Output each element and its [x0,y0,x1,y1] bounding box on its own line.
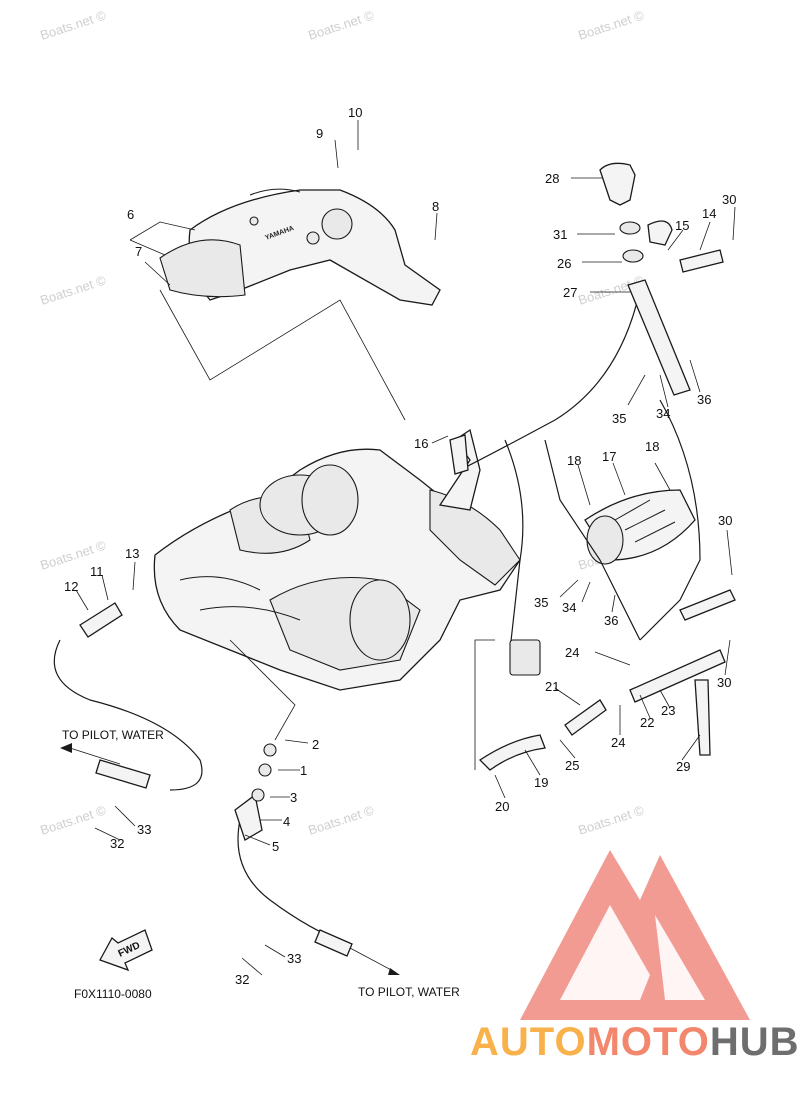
logo-part-auto: AUTO [470,1020,587,1064]
diagram-code: F0X1110-0080 [74,987,152,1001]
leader-lines [60,120,736,976]
exhaust-manifold [153,428,521,691]
callout: 1 [300,763,307,778]
callout: 16 [414,436,428,451]
callout: 32 [235,972,249,987]
callout: 36 [697,392,711,407]
callout: 12 [64,579,78,594]
callout: 7 [135,244,142,259]
muffler-joint [584,489,696,565]
callout: 24 [565,645,579,660]
automotohub-logo-mark [520,850,750,1020]
callout: 29 [676,759,690,774]
callout: 25 [565,758,579,773]
callout: 34 [562,600,576,615]
watermark: Boats.net © [38,7,108,42]
callout: 18 [567,453,581,468]
callout: 9 [316,126,323,141]
callout: 30 [718,513,732,528]
callout: 8 [432,199,439,214]
automotohub-wordmark: AUTOMOTOHUB [470,1020,800,1065]
watermark: Boats.net © [38,802,108,837]
to-pilot-water-bottom: TO PILOT, WATER [358,985,460,999]
watermark: Boats.net © [38,272,108,307]
exhaust-heat-cover: YAMAHA [159,188,441,306]
callout: 3 [290,790,297,805]
callout: 2 [312,737,319,752]
callout: 30 [722,192,736,207]
callout: 6 [127,207,134,222]
watermark: Boats.net © [576,802,646,837]
logo-part-moto: MOTO [586,1020,710,1064]
callout: 4 [283,814,290,829]
callout: 34 [656,406,670,421]
callout: 10 [348,105,362,120]
callout: 33 [137,822,151,837]
callout: 24 [611,735,625,750]
callout: 23 [661,703,675,718]
callout: 30 [717,675,731,690]
callout: 26 [557,256,571,271]
callout: 18 [645,439,659,454]
callout: 15 [675,218,689,233]
watermark: Boats.net © [576,7,646,42]
callout: 14 [702,206,716,221]
callout: 31 [553,227,567,242]
callout: 5 [272,839,279,854]
to-pilot-water-left: TO PILOT, WATER [62,728,164,742]
callout: 21 [545,679,559,694]
hoses [53,162,736,957]
callout: 35 [534,595,548,610]
callout: 17 [602,449,616,464]
callout: 13 [125,546,139,561]
callout: 33 [287,951,301,966]
callout: 19 [534,775,548,790]
callout: 28 [545,171,559,186]
callout: 22 [640,715,654,730]
watermarks: Boats.net © Boats.net © Boats.net © Boat… [38,7,646,837]
callout: 27 [563,285,577,300]
callout: 20 [495,799,509,814]
fwd-arrow: FWD [99,929,153,972]
logo-part-hub: HUB [709,1020,800,1064]
callout: 36 [604,613,618,628]
callout: 35 [612,411,626,426]
watermark: Boats.net © [306,802,376,837]
watermark: Boats.net © [306,7,376,42]
callout: 32 [110,836,124,851]
callout-numbers: 1 2 3 4 5 6 7 8 9 10 11 12 13 14 15 16 1… [64,105,736,987]
callout: 11 [90,564,104,579]
